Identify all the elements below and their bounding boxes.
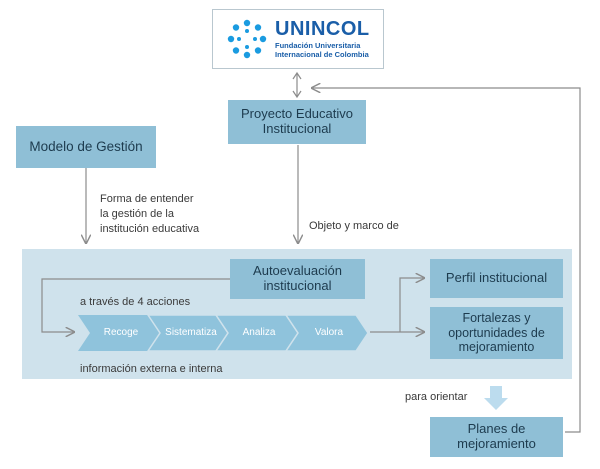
autoevaluacion-box: Autoevaluación institucional (230, 259, 365, 299)
unincol-logo: UNINCOL Fundación Universitaria Internac… (212, 9, 384, 69)
proyecto-educativo-box: Proyecto Educativo Institucional (228, 100, 366, 144)
logo-subtitle-line2: Internacional de Colombia (275, 50, 369, 59)
steps-chevrons (78, 314, 369, 352)
forma-label: Forma de entender la gestión de la insti… (100, 193, 200, 235)
para-orientar-label: para orientar (405, 391, 468, 403)
logo-name: UNINCOL (275, 18, 370, 40)
planes-mejoramiento-box: Planes de mejoramiento (430, 417, 563, 457)
para-orientar-arrow (484, 386, 508, 410)
logo-dots-icon (227, 19, 267, 59)
fortalezas-box: Fortalezas y oportunidades de mejoramien… (430, 307, 563, 359)
logo-subtitle-line1: Fundación Universitaria (275, 41, 361, 50)
step-recoge: Recoge (103, 327, 139, 338)
step-valora: Valora (314, 327, 344, 338)
step-sistematiza: Sistematiza (165, 327, 217, 338)
objeto-label: Objeto y marco de (309, 220, 399, 232)
step-analiza: Analiza (242, 327, 276, 338)
autoevaluation-loop-arrow (41, 278, 230, 332)
step-recoge-shape (78, 315, 160, 351)
acciones-label: a través de 4 acciones (80, 296, 191, 308)
perfil-institucional-box: Perfil institucional (430, 259, 563, 298)
informacion-label: información externa e interna (80, 363, 223, 375)
planes-return-arrow (312, 88, 581, 433)
logo-subtitle: Fundación Universitaria Internacional de… (275, 41, 369, 59)
modelo-gestion-box: Modelo de Gestión (16, 126, 156, 168)
step-valora-shape (284, 314, 369, 352)
perfil-arrow (399, 278, 424, 332)
